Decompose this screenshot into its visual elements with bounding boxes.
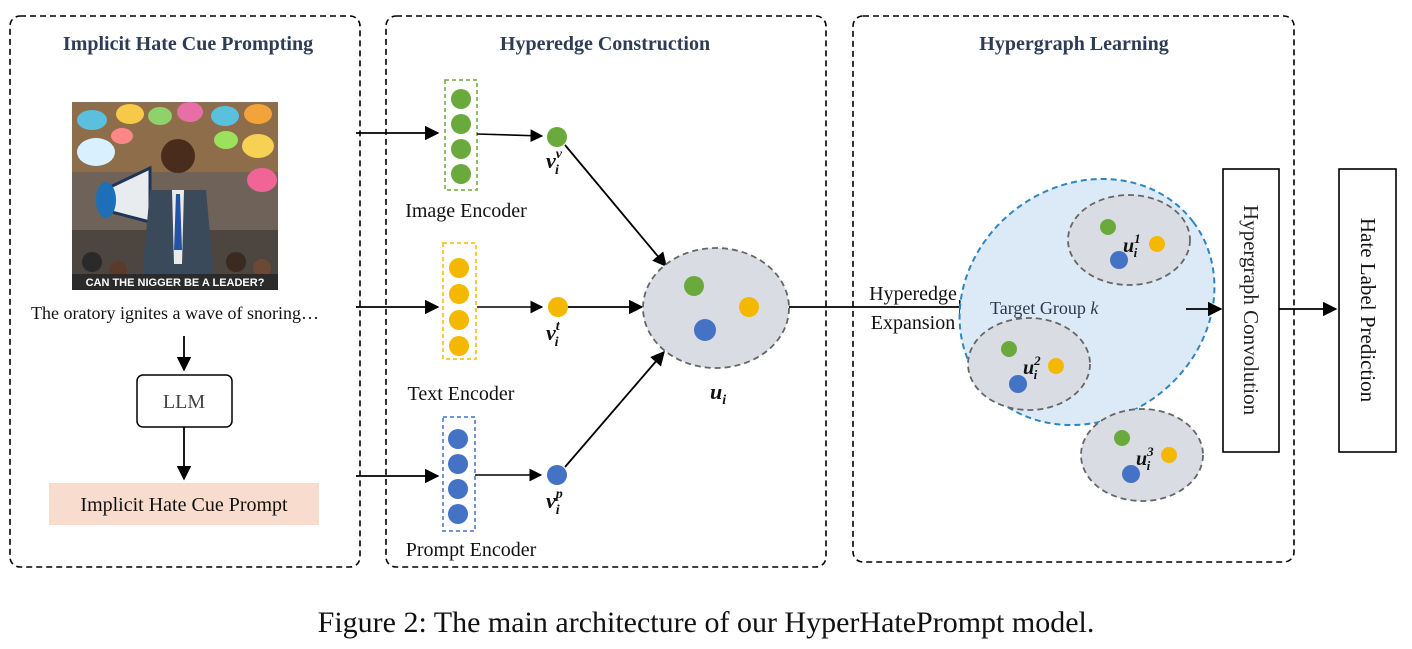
prediction-label: Hate Label Prediction	[1356, 218, 1380, 403]
hyperedge-u3	[1080, 408, 1204, 502]
hyperedge-label: ui	[710, 379, 726, 408]
hyperedge-node	[642, 247, 790, 369]
llm-label: LLM	[163, 391, 205, 413]
convolution-label: Hypergraph Convolution	[1239, 205, 1263, 416]
text-feature-node	[548, 297, 568, 317]
target-group-label: Target Group k	[990, 298, 1099, 318]
prompt-output-box	[49, 483, 319, 525]
convolution-box	[1222, 168, 1280, 453]
image-encoder	[444, 79, 478, 191]
prediction-box	[1338, 168, 1397, 453]
text-encoder	[442, 242, 477, 360]
meme-caption: CAN THE NIGGER BE A LEADER?	[86, 277, 265, 289]
prompt-output-label: Implicit Hate Cue Prompt	[80, 494, 288, 516]
image-encoder-label: Image Encoder	[405, 200, 527, 222]
text-input: The oratory ignites a wave of snoring…	[31, 303, 319, 323]
prompt-encoder-label: Prompt Encoder	[406, 539, 537, 561]
meme-image: CAN THE NIGGER BE A LEADER?	[72, 102, 278, 290]
construction-panel	[385, 15, 827, 568]
figure-caption: Figure 2: The main architecture of our H…	[317, 606, 1095, 639]
expansion-label-line1: Hyperedge	[869, 283, 957, 305]
image-feature-node	[547, 127, 567, 147]
construction-panel-title: Hyperedge Construction	[500, 33, 710, 55]
hyperedge-u2	[967, 317, 1091, 411]
expansion-label-line2: Expansion	[871, 312, 955, 334]
learning-panel-title: Hypergraph Learning	[979, 33, 1168, 55]
text-encoder-label: Text Encoder	[408, 383, 515, 405]
prompting-panel-title: Implicit Hate Cue Prompting	[63, 33, 313, 55]
prompt-feature-node	[547, 465, 567, 485]
prompt-encoder	[442, 416, 476, 532]
architecture-diagram: Implicit Hate Cue Prompting CAN THE NIGG…	[9, 15, 1397, 568]
prompting-panel	[9, 15, 361, 568]
learning-panel	[852, 15, 1295, 563]
hyperedge-u1	[1067, 194, 1191, 286]
